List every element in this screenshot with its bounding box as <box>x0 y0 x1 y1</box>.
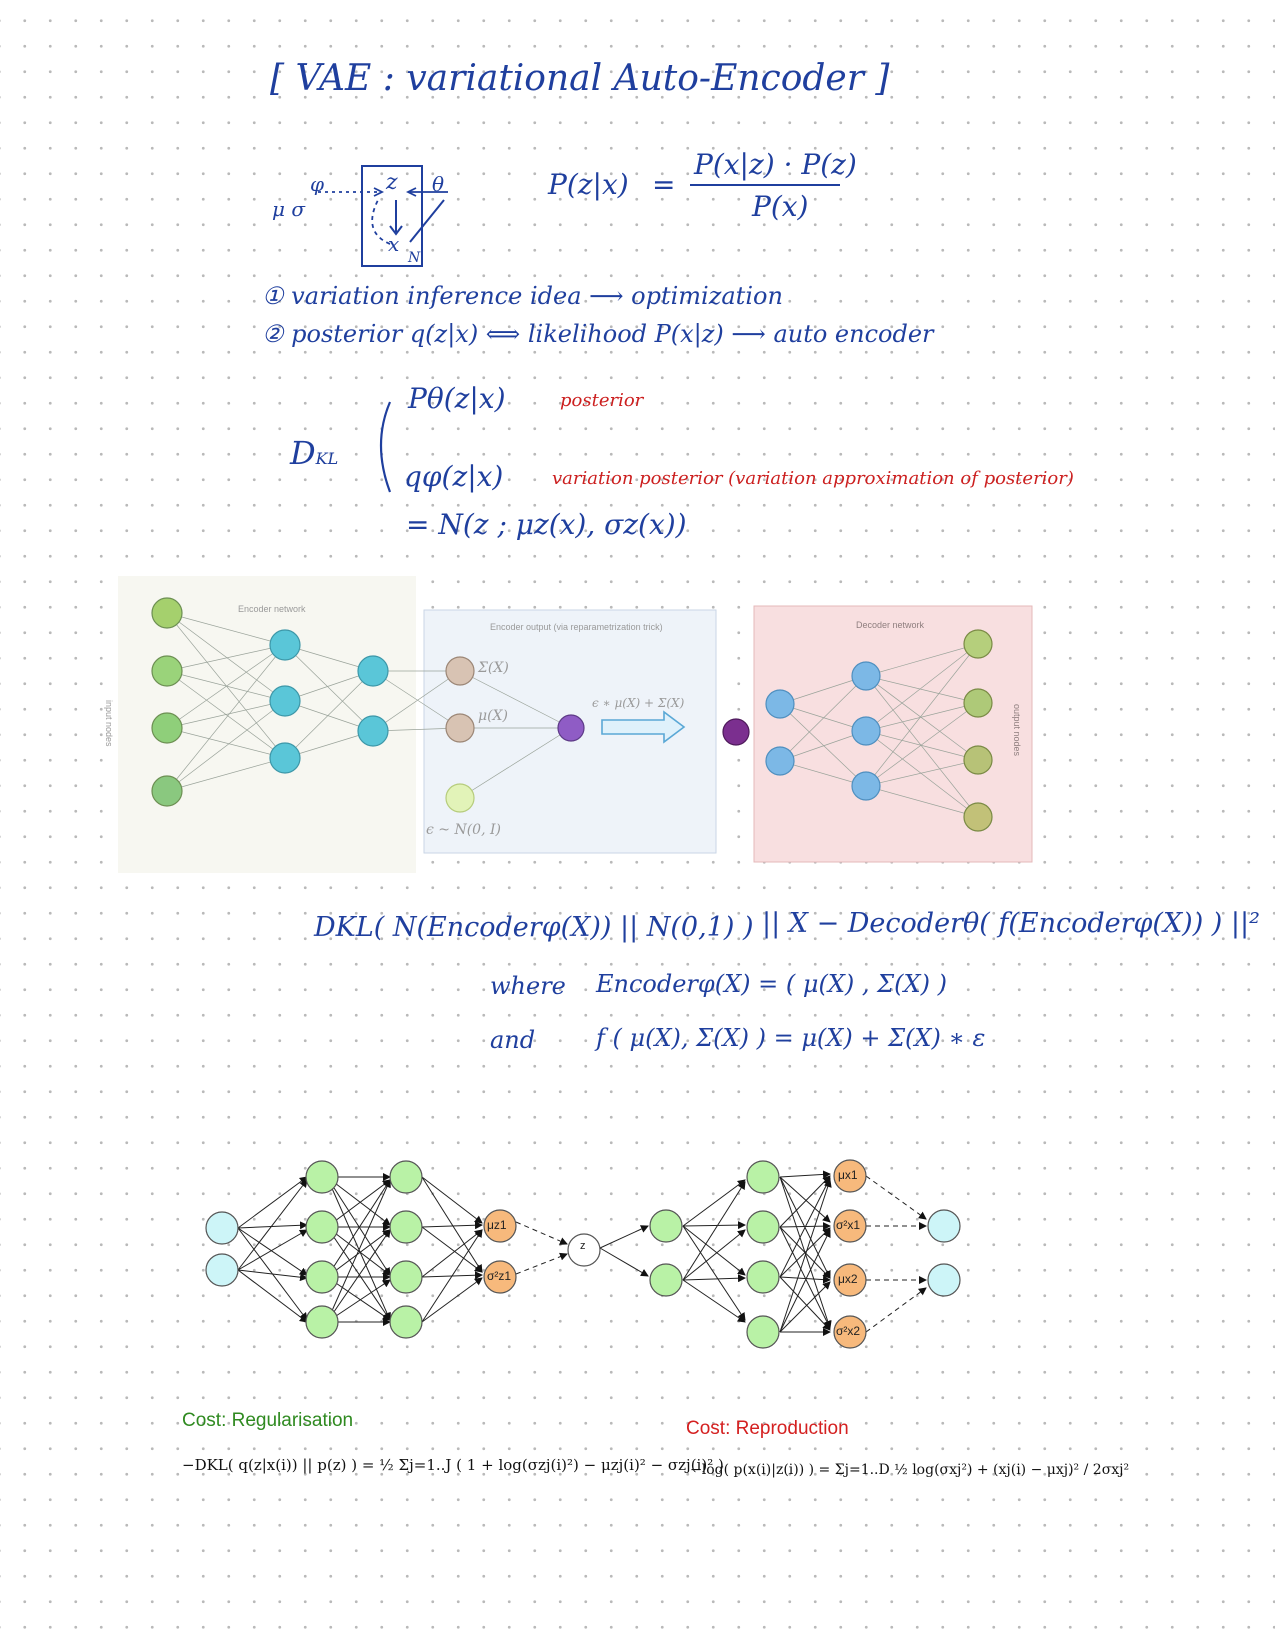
cost-regularisation-formula: −DKL( q(z|x(i)) || p(z) ) = ½ Σj=1..J ( … <box>182 1456 724 1474</box>
bayes-fraction-bar <box>690 184 840 186</box>
encoder-title: Encoder network <box>238 604 306 614</box>
where-label: where <box>490 972 566 1000</box>
sketch-n: N <box>408 250 421 266</box>
input-nodes-label: input nodes <box>104 700 114 747</box>
output-nodes-label: output nodes <box>1012 704 1022 757</box>
node-sigma-x2-label: σ²x2 <box>836 1324 861 1338</box>
dkl-letter: D <box>290 434 316 472</box>
mu-x-label: μ(X) <box>478 708 508 724</box>
bayes-equals: = <box>652 168 676 201</box>
node-sigma-z1-label: σ²z1 <box>487 1269 512 1283</box>
graphical-model-sketch <box>318 165 448 267</box>
node-z-label: z <box>580 1240 586 1252</box>
note-2: ② posterior q(z|x) ⟺ likelihood P(x|z) ⟶… <box>262 320 934 348</box>
and-equation: f ( μ(X), Σ(X) ) = μ(X) + Σ(X) ∗ ε <box>596 1024 986 1052</box>
encoder-output-title: Encoder output (via reparametrization tr… <box>490 622 663 632</box>
cost-regularisation-label: Cost: Regularisation <box>182 1410 354 1431</box>
sketch-z: z <box>386 170 398 195</box>
epsilon-label: ϵ ~ N(0, I) <box>426 822 501 838</box>
cost-reproduction-label: Cost: Reproduction <box>686 1418 849 1439</box>
bayes-numerator: P(x|z) · P(z) <box>694 148 857 181</box>
cost-reproduction-formula: −log( p(x(i)|z(i)) ) = Σj=1..D ½ log(σxj… <box>690 1462 1130 1478</box>
loss-kl-term: DKL( N(Encoderφ(X)) || N(0,1) ) <box>314 912 754 943</box>
page-title: [ VAE : variational Auto-Encoder ] <box>270 58 890 99</box>
dkl-brace <box>379 401 392 493</box>
sketch-theta: θ <box>432 172 445 196</box>
dkl-normal: = N(z ; μz(x), σz(x)) <box>406 508 687 541</box>
sigma-x-label: Σ(X) <box>478 660 509 676</box>
dkl-symbol: DKL <box>290 434 338 472</box>
dkl-subscript: KL <box>315 449 339 468</box>
where-equation: Encoderφ(X) = ( μ(X) , Σ(X) ) <box>596 970 947 998</box>
dkl-q-term: qφ(z|x) <box>404 460 504 493</box>
loss-recon-term: || X − Decoderθ( f(Encoderφ(X)) ) ||² <box>762 908 1260 939</box>
reparam-label: ϵ ∗ μ(X) + Σ(X) <box>592 696 685 710</box>
node-mu-x2-label: μx2 <box>838 1272 858 1286</box>
bayes-lhs: P(z|x) <box>548 168 629 201</box>
sketch-phi: φ <box>310 172 325 196</box>
sketch-mu-sigma: μ σ <box>272 197 306 221</box>
dkl-p-term: Pθ(z|x) <box>408 382 506 415</box>
note-1: ① variation inference idea ⟶ optimizatio… <box>262 282 783 310</box>
dkl-q-label: variation posterior (variation approxima… <box>552 468 1074 489</box>
bottom-vae-network <box>205 1159 961 1349</box>
node-mu-x1-label: μx1 <box>838 1168 858 1182</box>
node-sigma-x1-label: σ²x1 <box>836 1218 861 1232</box>
and-label: and <box>490 1026 536 1054</box>
dkl-p-label: posterior <box>560 390 644 411</box>
decoder-title: Decoder network <box>856 620 925 630</box>
bayes-denominator: P(x) <box>752 190 809 223</box>
vae-network-panel <box>118 576 1033 873</box>
sketch-x: x <box>388 232 400 256</box>
node-mu-z1-label: μz1 <box>487 1218 507 1232</box>
